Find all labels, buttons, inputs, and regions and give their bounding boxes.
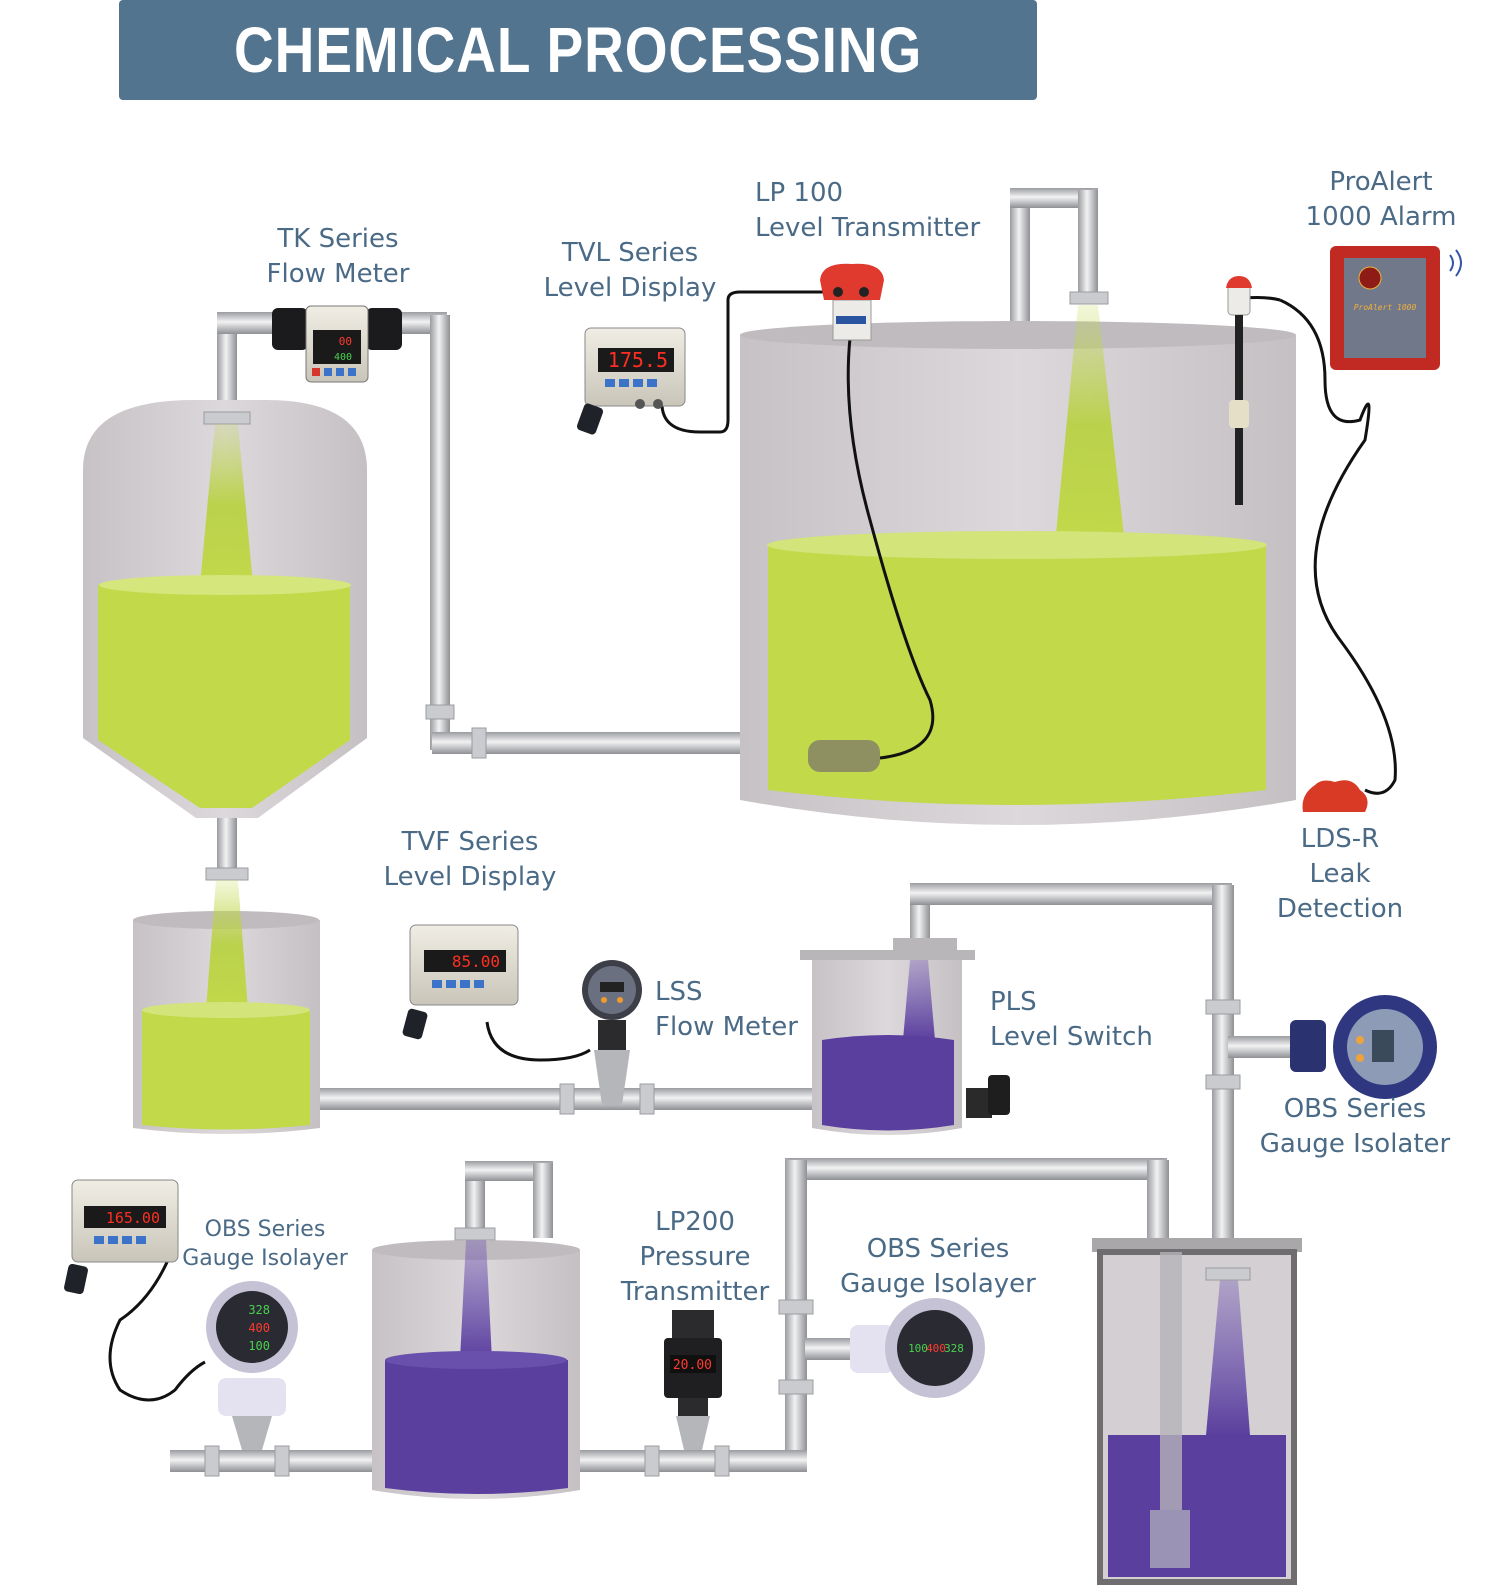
obs-left-gauge-2: 400 — [248, 1321, 270, 1335]
label-pls-level-switch: PLS Level Switch — [990, 987, 1153, 1052]
pipe — [533, 1163, 553, 1238]
pipe — [805, 1338, 855, 1360]
label-obs-gauge-isolater: OBS Series Gauge Isolater — [1259, 1094, 1451, 1159]
label-proalert-alarm: ProAlert 1000 Alarm — [1305, 167, 1457, 232]
pipe-coupling — [471, 727, 487, 759]
pipe — [465, 1163, 485, 1238]
pipe — [1212, 885, 1234, 1250]
obs-mid-gauge-1: 100 — [908, 1342, 928, 1355]
pipe — [432, 732, 742, 754]
small-tank-green — [133, 880, 320, 1134]
label-lds-leak-detection: LDS-R Leak Detection — [1276, 824, 1404, 924]
pipe — [1078, 190, 1098, 300]
tvf-readout: 85.00 — [452, 952, 500, 971]
lp200-readout: 20.00 — [673, 1358, 712, 1373]
signal-cables — [108, 290, 1397, 1402]
lss-flow-meter-device — [582, 960, 642, 1105]
pipe-network — [170, 188, 1290, 1477]
pipe — [217, 812, 237, 872]
bottom-tank — [372, 1240, 580, 1499]
pipe — [217, 315, 237, 420]
tvl-display-device: 175.5 — [576, 327, 686, 435]
pipe — [910, 883, 1232, 905]
page-title: CHEMICAL PROCESSING — [233, 14, 923, 86]
pipe-coupling — [644, 1445, 660, 1477]
pipe-nozzle — [205, 867, 249, 881]
label-lss-flow-meter: LSS Flow Meter — [655, 977, 798, 1042]
pipe-coupling — [639, 1083, 655, 1115]
pipe — [1010, 188, 1098, 208]
lds-leak-detector-device — [1302, 780, 1368, 812]
pipe-coupling — [714, 1445, 730, 1477]
pipe — [785, 1158, 1167, 1180]
proalert-case-label: ProAlert 1000 — [1354, 303, 1417, 312]
lp200-transmitter-device: 20.00 — [664, 1310, 722, 1450]
sump-pit — [1092, 1238, 1302, 1585]
label-lp200-pressure-transmitter: LP200 Pressure Transmitter — [620, 1207, 770, 1307]
pipe-nozzle — [1069, 291, 1109, 305]
label-lp100-level-transmitter: LP 100 Level Transmitter — [755, 178, 981, 243]
label-tvf-level-display: TVF Series Level Display — [383, 827, 557, 892]
tk-flow-meter-device: 00 400 — [272, 305, 402, 383]
pipe — [570, 1450, 807, 1472]
pipe-coupling — [274, 1445, 290, 1477]
obs-mid-gauge-2: 400 — [926, 1342, 946, 1355]
tvl-readout: 175.5 — [608, 348, 668, 372]
pipe — [465, 1161, 553, 1181]
tk-readout-2: 400 — [334, 352, 352, 363]
pipe — [430, 315, 450, 750]
title-banner: CHEMICAL PROCESSING — [119, 0, 1037, 100]
lp100-transmitter-device — [808, 263, 884, 772]
obs-left-readout: 165.00 — [106, 1209, 160, 1227]
obs-gauge-isolater-device — [1290, 995, 1437, 1099]
label-obs-gauge-isolayer-mid: OBS Series Gauge Isolayer — [840, 1234, 1036, 1299]
pipe-coupling — [1205, 999, 1241, 1015]
obs-left-gauge-device: 328 400 100 — [206, 1281, 298, 1450]
label-obs-gauge-isolayer-left: OBS Series Gauge Isolayer — [182, 1217, 348, 1271]
pipe-coupling — [778, 1299, 814, 1315]
hopper-tank — [83, 399, 367, 818]
pipe-coupling — [1205, 1074, 1241, 1090]
pipe-coupling — [204, 1445, 220, 1477]
proalert-alarm-device: ProAlert 1000 — [1226, 246, 1462, 505]
obs-left-gauge-1: 328 — [248, 1303, 270, 1317]
pipe-nozzle — [454, 1227, 496, 1241]
label-tk-flow-meter: TK Series Flow Meter — [266, 224, 410, 289]
pipe-coupling — [425, 704, 455, 720]
tk-readout-1: 00 — [339, 335, 352, 348]
obs-left-display-device: 165.00 — [64, 1179, 179, 1295]
pipe — [1010, 190, 1030, 325]
tvf-display-device: 85.00 — [402, 924, 519, 1040]
obs-left-gauge-3: 100 — [248, 1339, 270, 1353]
pipe-coupling — [559, 1083, 575, 1115]
pipe — [1228, 1036, 1290, 1058]
label-tvl-level-display: TVL Series Level Display — [543, 238, 717, 303]
obs-mid-gauge-3: 328 — [944, 1342, 964, 1355]
pipe-coupling — [778, 1379, 814, 1395]
obs-mid-gauge-device: 100 400 328 — [850, 1298, 985, 1398]
pls-tank — [800, 938, 1010, 1135]
